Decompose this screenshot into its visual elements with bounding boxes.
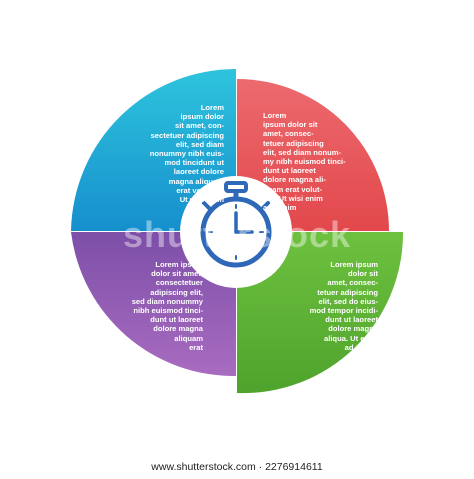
quadrant-bottom-right [237, 232, 404, 394]
quadrant-bottom-left-text: Lorem ipsum dolor sit amet, consectetuer… [131, 260, 203, 352]
quadrant-bottom-right-text: Lorem ipsum dolor sit amet, consec- tetu… [309, 260, 378, 371]
quadrant-top-left [71, 69, 236, 231]
quadrant-top-left-text: Lorem ipsum dolor sit amet, con- sectetu… [149, 103, 224, 205]
stopwatch-icon [200, 181, 272, 268]
quadrant-top-right-text: Lorem ipsum dolor sit amet, consec- tetu… [263, 111, 346, 213]
footer-credit: www.shutterstock.com · 2276914611 [0, 456, 474, 479]
